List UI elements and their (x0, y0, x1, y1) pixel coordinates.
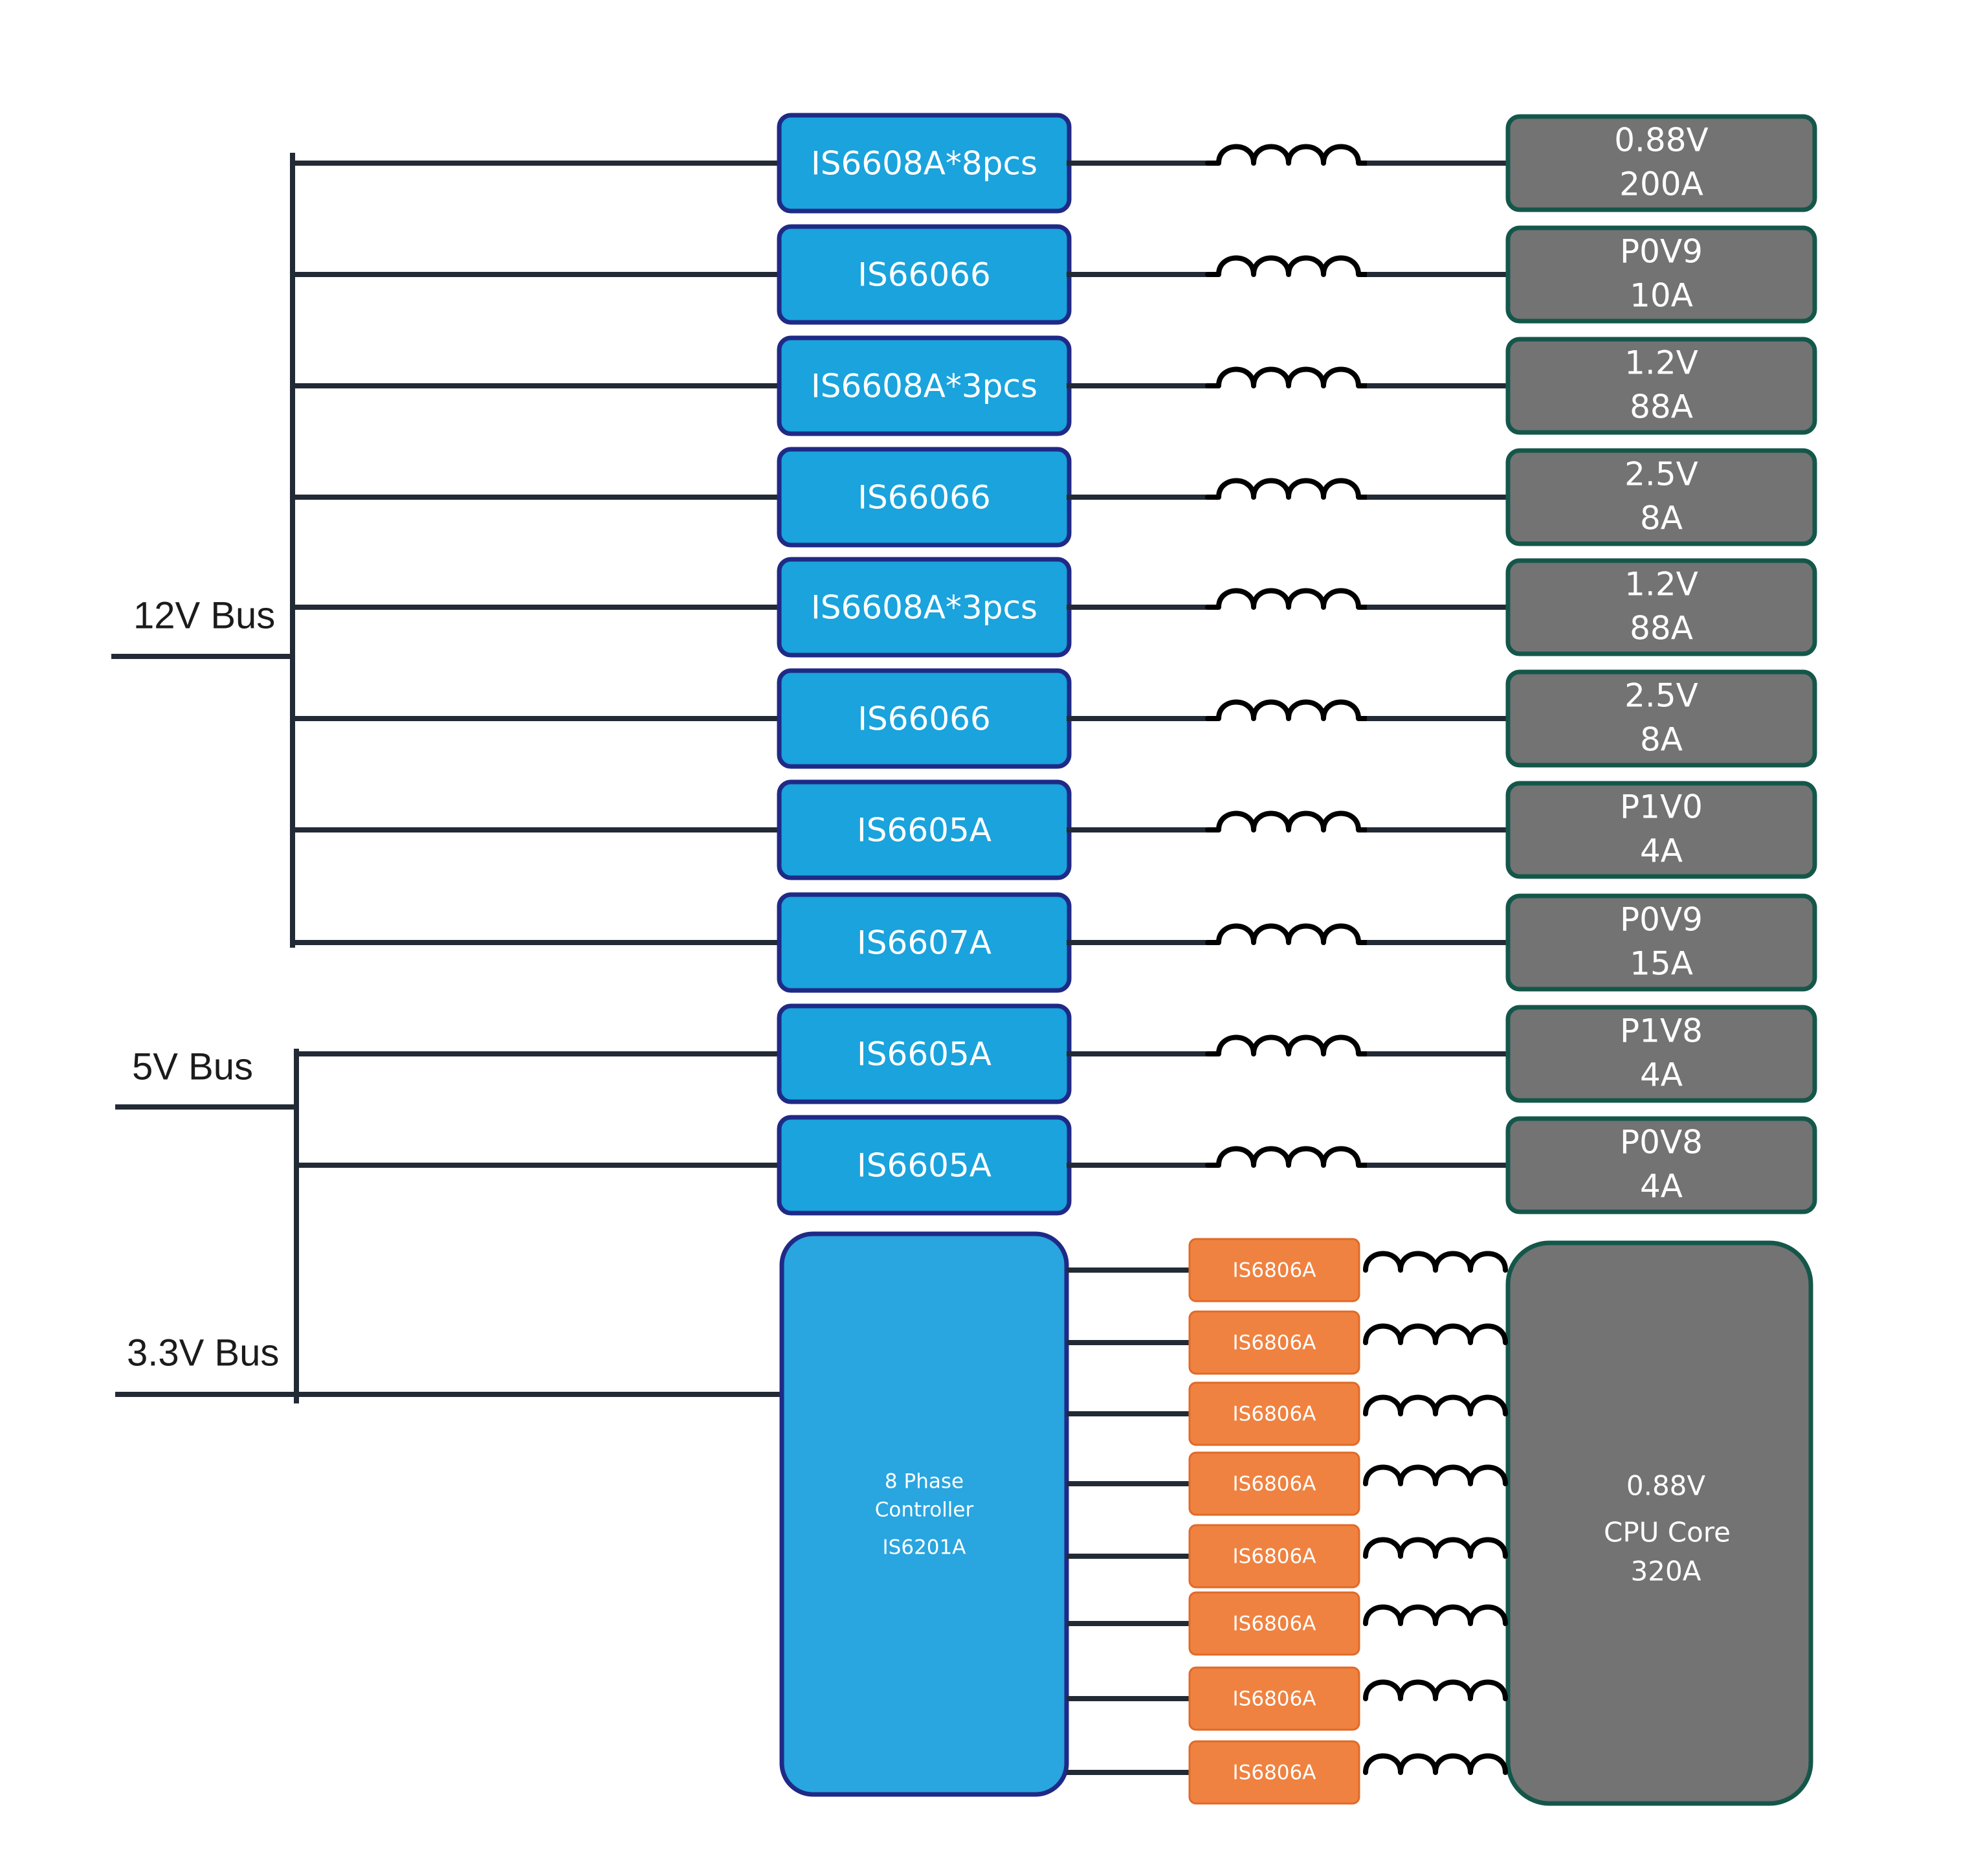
phase-box-1 (1188, 1310, 1360, 1375)
controller-line-2: Controller (875, 1499, 974, 1522)
load-box-4 (1505, 558, 1817, 656)
inductor-1 (1205, 255, 1372, 277)
phase-label-3: IS6806A (1233, 1473, 1316, 1496)
load-voltage-8: P1V8 (1620, 1012, 1703, 1050)
load-box-0 (1505, 114, 1817, 212)
cpu-core-voltage: 0.88V (1626, 1470, 1706, 1502)
load-voltage-1: P0V9 (1620, 233, 1703, 271)
phase-box-3 (1188, 1451, 1360, 1516)
phase-inductor-0 (1363, 1251, 1508, 1273)
load-voltage-6: P1V0 (1620, 788, 1703, 826)
regulator-label-7: IS6607A (857, 924, 992, 962)
load-box-6 (1505, 781, 1817, 879)
load-current-6: 4A (1640, 832, 1683, 870)
inductor-5 (1205, 699, 1372, 721)
regulator-label-9: IS6605A (857, 1147, 992, 1185)
phase-inductor-5 (1363, 1604, 1508, 1626)
load-current-7: 15A (1630, 945, 1693, 983)
inductor-8 (1205, 1034, 1372, 1056)
regulator-label-4: IS6608A*3pcs (811, 589, 1037, 627)
phase-box-2 (1188, 1381, 1360, 1446)
load-current-8: 4A (1640, 1056, 1683, 1094)
regulator-label-6: IS6605A (857, 812, 992, 849)
inductor-3 (1205, 478, 1372, 500)
inductor-9 (1205, 1146, 1372, 1168)
load-voltage-0: 0.88V (1614, 122, 1709, 159)
bus-3v3-label: 3.3V Bus (127, 1332, 279, 1374)
load-voltage-4: 1.2V (1624, 566, 1698, 603)
load-current-5: 8A (1640, 721, 1683, 759)
bus-5v-label: 5V Bus (132, 1045, 253, 1088)
load-box-1 (1505, 225, 1817, 324)
phase-inductor-1 (1363, 1323, 1508, 1345)
phase-label-2: IS6806A (1233, 1403, 1316, 1426)
phase-inductor-6 (1363, 1679, 1508, 1701)
load-box-9 (1505, 1116, 1817, 1214)
phase-label-7: IS6806A (1233, 1761, 1316, 1785)
cpu-core-current: 320A (1631, 1556, 1701, 1587)
load-box-7 (1505, 893, 1817, 992)
bus-12v-label: 12V Bus (133, 594, 275, 636)
inductor-2 (1205, 366, 1372, 388)
inductor-0 (1205, 144, 1372, 166)
phase-inductor-7 (1363, 1753, 1508, 1775)
load-box-3 (1505, 448, 1817, 546)
cpu-core-box (1505, 1240, 1813, 1806)
load-current-2: 88A (1630, 388, 1693, 426)
phase-label-4: IS6806A (1233, 1545, 1316, 1569)
load-current-0: 200A (1619, 166, 1703, 203)
phase-box-7 (1188, 1740, 1360, 1805)
load-box-5 (1505, 669, 1817, 768)
load-voltage-9: P0V8 (1620, 1124, 1703, 1161)
regulator-label-3: IS66066 (858, 479, 991, 517)
load-current-3: 8A (1640, 500, 1683, 537)
load-box-8 (1505, 1005, 1817, 1103)
load-voltage-7: P0V9 (1620, 901, 1703, 939)
inductor-4 (1205, 588, 1372, 610)
inductor-6 (1205, 810, 1372, 832)
phase-box-6 (1188, 1666, 1360, 1731)
regulator-label-5: IS66066 (858, 700, 991, 738)
phase-inductor-2 (1363, 1394, 1508, 1416)
load-box-2 (1505, 337, 1817, 435)
load-voltage-3: 2.5V (1624, 456, 1698, 493)
controller-line-3: IS6201A (883, 1536, 966, 1559)
phase-label-5: IS6806A (1233, 1613, 1316, 1636)
phase-inductor-4 (1363, 1537, 1508, 1559)
regulator-label-1: IS66066 (858, 256, 991, 294)
load-current-1: 10A (1630, 277, 1693, 315)
load-current-9: 4A (1640, 1168, 1683, 1205)
phase-label-1: IS6806A (1233, 1332, 1316, 1355)
phase-box-4 (1188, 1524, 1360, 1589)
phase-box-0 (1188, 1238, 1360, 1302)
phase-inductor-3 (1363, 1464, 1508, 1486)
inductor-7 (1205, 923, 1372, 945)
phase-label-0: IS6806A (1233, 1259, 1316, 1282)
load-current-4: 88A (1630, 610, 1693, 647)
phase-label-6: IS6806A (1233, 1688, 1316, 1711)
cpu-core-label: CPU Core (1604, 1517, 1731, 1548)
controller-box (779, 1231, 1069, 1797)
phase-box-5 (1188, 1591, 1360, 1656)
load-voltage-2: 1.2V (1624, 344, 1698, 382)
regulator-label-0: IS6608A*8pcs (811, 145, 1037, 183)
regulator-label-8: IS6605A (857, 1036, 992, 1073)
controller-line-1: 8 Phase (885, 1470, 964, 1493)
load-voltage-5: 2.5V (1624, 677, 1698, 715)
regulator-label-2: IS6608A*3pcs (811, 368, 1037, 405)
